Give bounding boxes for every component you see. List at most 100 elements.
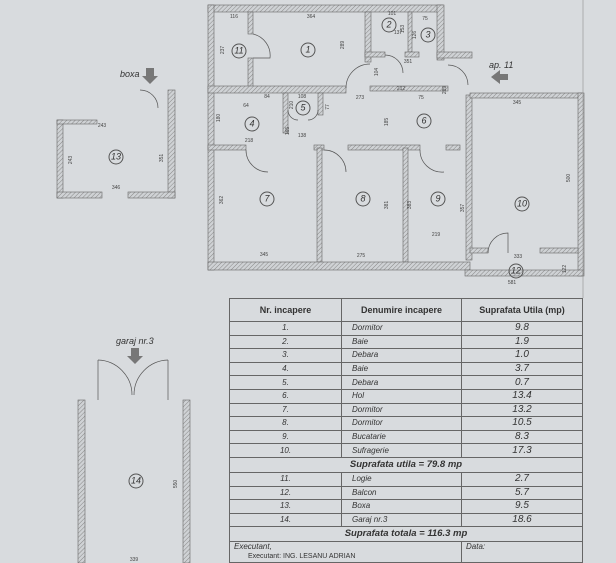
dimension: 243 (97, 123, 107, 129)
entry-arrows (127, 68, 508, 364)
dimension: 345 (512, 100, 522, 106)
dimension: 210 (289, 100, 295, 110)
areas-table: Nr. incapere Denumire incapere Suprafata… (229, 298, 583, 563)
walls (56, 4, 585, 563)
dimension: 138 (297, 133, 307, 139)
room-nr: 1. (229, 321, 342, 336)
room-nr: 12. (229, 485, 342, 501)
room-number: 9 (430, 191, 446, 207)
room-nr: 2. (229, 334, 342, 350)
room-number: 4 (244, 116, 260, 132)
room-area: 3.7 (461, 361, 583, 377)
room-number: 11 (231, 43, 247, 59)
header-area: Suprafata Utila (mp) (461, 298, 583, 322)
room-name: Balcon (341, 485, 462, 501)
dimension: 289 (442, 85, 448, 95)
dimension: 104 (374, 67, 380, 77)
dimension: 273 (355, 95, 365, 101)
dimension: 357 (460, 203, 466, 213)
dimension: 101 (387, 11, 397, 17)
room-number: 14 (128, 473, 144, 489)
room-name: Dormitor (341, 402, 462, 418)
room-area: 9.8 (461, 321, 583, 336)
room-nr: 4. (229, 361, 342, 377)
room-nr: 6. (229, 388, 342, 404)
executant-label: Executant, (234, 542, 272, 552)
subtotal: Suprafata utila = 79.8 mp (229, 456, 583, 473)
room-number: 6 (416, 113, 432, 129)
dimension: 383 (407, 200, 413, 210)
room-area: 10.5 (461, 416, 583, 431)
room-number: 8 (355, 191, 371, 207)
date-label: Data: (461, 541, 583, 563)
room-name: Logie (341, 471, 462, 487)
dimension: 346 (111, 185, 121, 191)
room-area: 17.3 (461, 443, 583, 458)
total: Suprafata totala = 116.3 mp (229, 526, 583, 543)
room-nr: 14. (229, 512, 342, 528)
room-nr: 11. (229, 471, 342, 487)
label-boxa: boxa (120, 69, 140, 79)
dimension: 219 (431, 232, 441, 238)
dimension: 153 (400, 24, 406, 34)
room-name: Debara (341, 375, 462, 390)
dimension: 364 (306, 14, 316, 20)
room-name: Dormitor (341, 321, 462, 336)
dimension: 351 (403, 59, 413, 65)
room-number: 1 (300, 42, 316, 58)
dimension: 75 (422, 16, 428, 22)
room-number: 2 (381, 17, 397, 33)
room-area: 1.0 (461, 348, 583, 363)
room-name: Sufragerie (341, 443, 462, 458)
header-name: Denumire incapere (341, 298, 462, 322)
executant-cell: Executant,Executant: ING. LESANU ADRIAN (229, 541, 462, 563)
arrow-left-icon (491, 70, 508, 84)
dimension: 289 (340, 40, 346, 50)
dimension: 64 (243, 103, 249, 109)
room-nr: 13. (229, 499, 342, 514)
room-area: 13.4 (461, 388, 583, 404)
dimension: 212 (396, 86, 406, 92)
dimension: 137 (393, 30, 403, 36)
room-name: Hol (341, 388, 462, 404)
dimension: 381 (384, 200, 390, 210)
dimension: 108 (297, 94, 307, 100)
dimension: 243 (68, 155, 74, 165)
label-ap: ap. 11 (489, 60, 514, 70)
dimension: 185 (384, 117, 390, 127)
dimension: 84 (264, 94, 270, 100)
dimension: 116 (230, 14, 238, 20)
room-name: Bucatarie (341, 429, 462, 445)
table-header: Nr. incapere Denumire incapere Suprafata… (229, 298, 583, 322)
dimension: 275 (356, 253, 366, 259)
room-nr: 10. (229, 443, 342, 458)
room-nr: 7. (229, 402, 342, 418)
header-nr: Nr. incapere (229, 298, 342, 322)
room-number: 12 (508, 263, 524, 279)
arrow-down-icon (127, 348, 143, 364)
room-number: 7 (259, 191, 275, 207)
room-number: 10 (514, 196, 530, 212)
dimension: 362 (219, 195, 225, 205)
room-name: Garaj nr.3 (341, 512, 462, 528)
room-name: Dormitor (341, 416, 462, 431)
room-area: 5.7 (461, 485, 583, 501)
room-number: 3 (420, 27, 436, 43)
room-nr: 8. (229, 416, 342, 431)
room-area: 18.6 (461, 512, 583, 528)
room-name: Baie (341, 334, 462, 350)
